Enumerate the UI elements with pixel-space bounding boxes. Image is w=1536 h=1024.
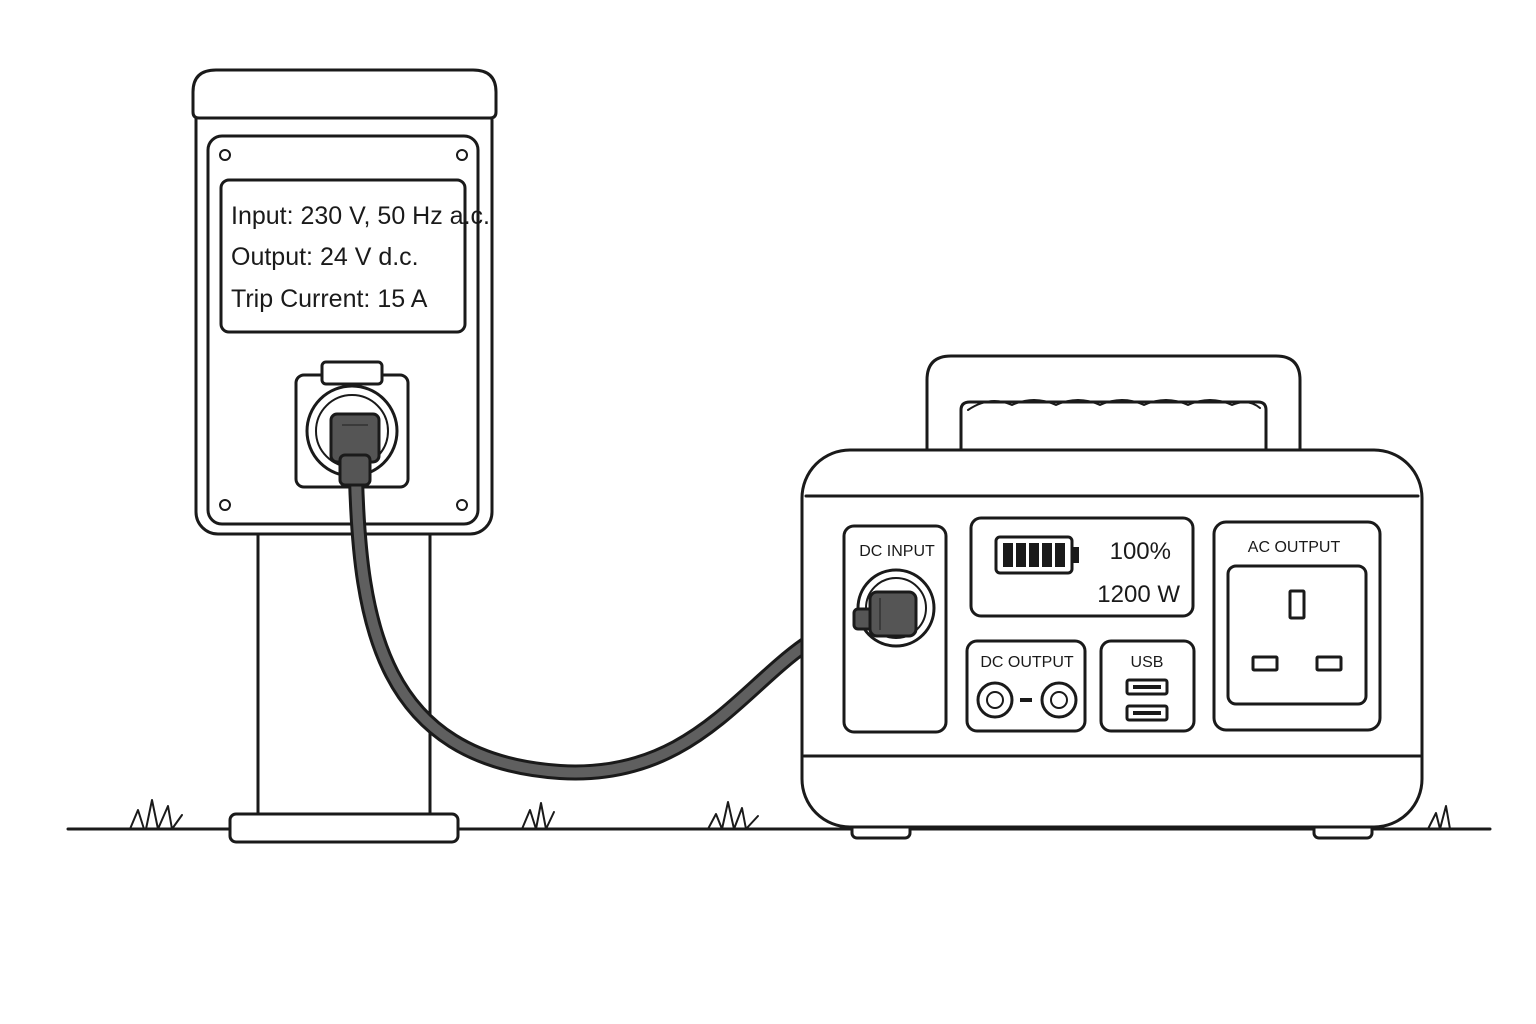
cable-core xyxy=(351,473,865,778)
usb-port-bottom-tongue xyxy=(1133,711,1161,715)
ac-outlet-neutral-pin-hole xyxy=(1315,655,1343,672)
pillar-label-output: Output: 24 V d.c. xyxy=(231,243,419,271)
pillar-post xyxy=(256,528,432,822)
ac-output-frame xyxy=(1212,520,1382,732)
battery-cells xyxy=(1003,543,1065,567)
ac-outlet[interactable] xyxy=(1226,564,1368,706)
battery-terminal xyxy=(1072,547,1079,563)
battery-cell xyxy=(1016,543,1026,567)
pillar-base xyxy=(228,812,460,844)
dc-output-port-right-inner xyxy=(1050,691,1068,709)
pillar-plug[interactable] xyxy=(329,412,381,487)
station-body xyxy=(800,448,1424,829)
battery-cell xyxy=(1042,543,1052,567)
power-reading: 1200 W xyxy=(1097,581,1180,608)
usb-frame xyxy=(1099,639,1196,733)
dc-input-frame xyxy=(842,524,948,734)
dc-output-port-right-ring xyxy=(1040,681,1078,719)
grass-tuft-3 xyxy=(707,801,759,830)
display-frame xyxy=(969,516,1195,618)
battery-cell xyxy=(1029,543,1039,567)
screw-icon xyxy=(456,149,468,161)
pillar-socket-cover xyxy=(320,360,384,386)
dc-output-frame xyxy=(965,639,1087,733)
ac-outlet-live-pin-hole xyxy=(1251,655,1279,672)
dc-output-port-left[interactable] xyxy=(976,681,1014,719)
dc-output-label: DC OUTPUT xyxy=(980,654,1074,671)
usb-port-bottom-frame xyxy=(1125,704,1169,722)
screw-icon xyxy=(219,149,231,161)
usb-port-top[interactable] xyxy=(1125,678,1169,696)
station-plug-head xyxy=(868,590,918,638)
dc-output-panel: DC OUTPUT xyxy=(965,639,1087,733)
dc-output-port-left-inner xyxy=(986,691,1004,709)
usb-panel: USB xyxy=(1099,639,1196,733)
battery-percent: 100% xyxy=(1110,538,1171,565)
battery-cell xyxy=(1055,543,1065,567)
charging-cable[interactable] xyxy=(348,470,868,781)
dc-output-port-right[interactable] xyxy=(1040,681,1078,719)
pillar-panel xyxy=(206,134,480,526)
ac-output-panel: AC OUTPUT xyxy=(1212,520,1382,732)
grass-tuft-4 xyxy=(1427,805,1451,830)
station-plug[interactable] xyxy=(852,590,918,638)
pillar-label-plate xyxy=(219,178,467,334)
carry-handle[interactable] xyxy=(925,354,1302,457)
usb-label: USB xyxy=(1131,654,1164,671)
status-display: 100% 1200 W xyxy=(969,516,1195,618)
pillar-label-input: Input: 230 V, 50 Hz a.c. xyxy=(231,202,490,230)
dc-output-port-left-ring xyxy=(976,681,1014,719)
pillar-plug-grip xyxy=(338,453,372,487)
battery-icon xyxy=(994,535,1079,575)
screw-icon xyxy=(456,499,468,511)
usb-port-top-tongue xyxy=(1133,685,1161,689)
grass-tuft-1 xyxy=(129,799,183,830)
battery-cell xyxy=(1003,543,1013,567)
dc-input-label: DC INPUT xyxy=(859,543,935,560)
dc-input-panel: DC INPUT xyxy=(842,524,948,734)
ac-outlet-plate xyxy=(1226,564,1368,706)
grass-tuft-2 xyxy=(521,802,555,830)
pillar-cap xyxy=(191,68,498,120)
ac-output-label: AC OUTPUT xyxy=(1248,539,1341,556)
usb-port-bottom[interactable] xyxy=(1125,704,1169,722)
ac-outlet-earth-pin-hole xyxy=(1288,589,1306,620)
usb-port-top-frame xyxy=(1125,678,1169,696)
screw-icon xyxy=(219,499,231,511)
pillar-label-trip-current: Trip Current: 15 A xyxy=(231,285,428,313)
power-station: DC INPUT 100% 1200 W DC OUTPUT xyxy=(800,354,1424,840)
handle-grip-texture xyxy=(967,399,1261,411)
